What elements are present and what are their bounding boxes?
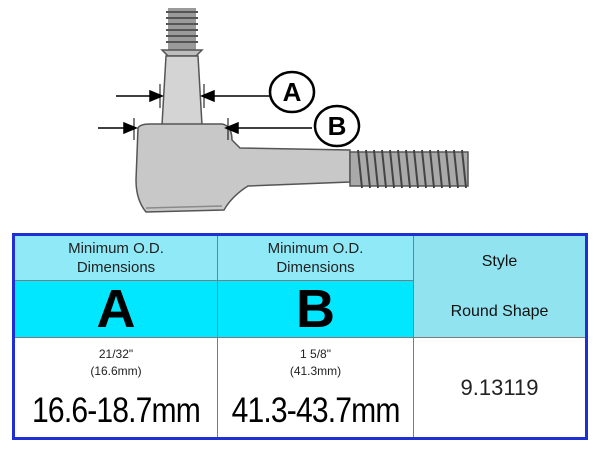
callout-b: B (313, 104, 361, 148)
header-a-line1: Minimum O.D. (68, 240, 164, 257)
header-b-line2: Dimensions (276, 259, 355, 276)
letter-a: A (13, 280, 218, 338)
header-style-title: Style (481, 252, 518, 270)
value-a-mm: (16.6mm) (90, 363, 142, 378)
tapered-shank (161, 55, 203, 126)
value-b-inch: 1 5/8" (300, 346, 331, 361)
threaded-end (349, 149, 469, 189)
header-style: Style Round Shape (413, 234, 587, 338)
dimension-table: Minimum O.D. Dimensions Minimum O.D. Dim… (12, 233, 588, 440)
dimension-a-arrows (116, 84, 272, 108)
header-a: Minimum O.D. Dimensions (13, 234, 218, 281)
header-a-line2: Dimensions (76, 259, 156, 276)
top-threaded-stud (160, 8, 204, 57)
header-b: Minimum O.D. Dimensions (217, 234, 414, 281)
value-style: 9.13119 (413, 337, 587, 439)
callout-a: A (268, 70, 316, 114)
dimension-b-arrows (98, 118, 312, 140)
header-style-subtitle: Round Shape (450, 302, 549, 320)
value-b-mm: (41.3mm) (289, 363, 342, 378)
value-b: 1 5/8" (41.3mm) 41.3-43.7mm (217, 337, 414, 439)
callout-a-letter: A (283, 77, 302, 107)
letter-b: B (217, 280, 414, 338)
value-a-range: 16.6-18.7mm (32, 390, 201, 430)
value-a: 21/32" (16.6mm) 16.6-18.7mm (13, 337, 218, 439)
value-b-range: 41.3-43.7mm (231, 390, 401, 430)
value-a-inch: 21/32" (98, 346, 134, 361)
header-b-line1: Minimum O.D. (267, 240, 364, 257)
tie-rod-end-diagram: A B (98, 8, 469, 213)
callout-b-letter: B (328, 111, 347, 141)
